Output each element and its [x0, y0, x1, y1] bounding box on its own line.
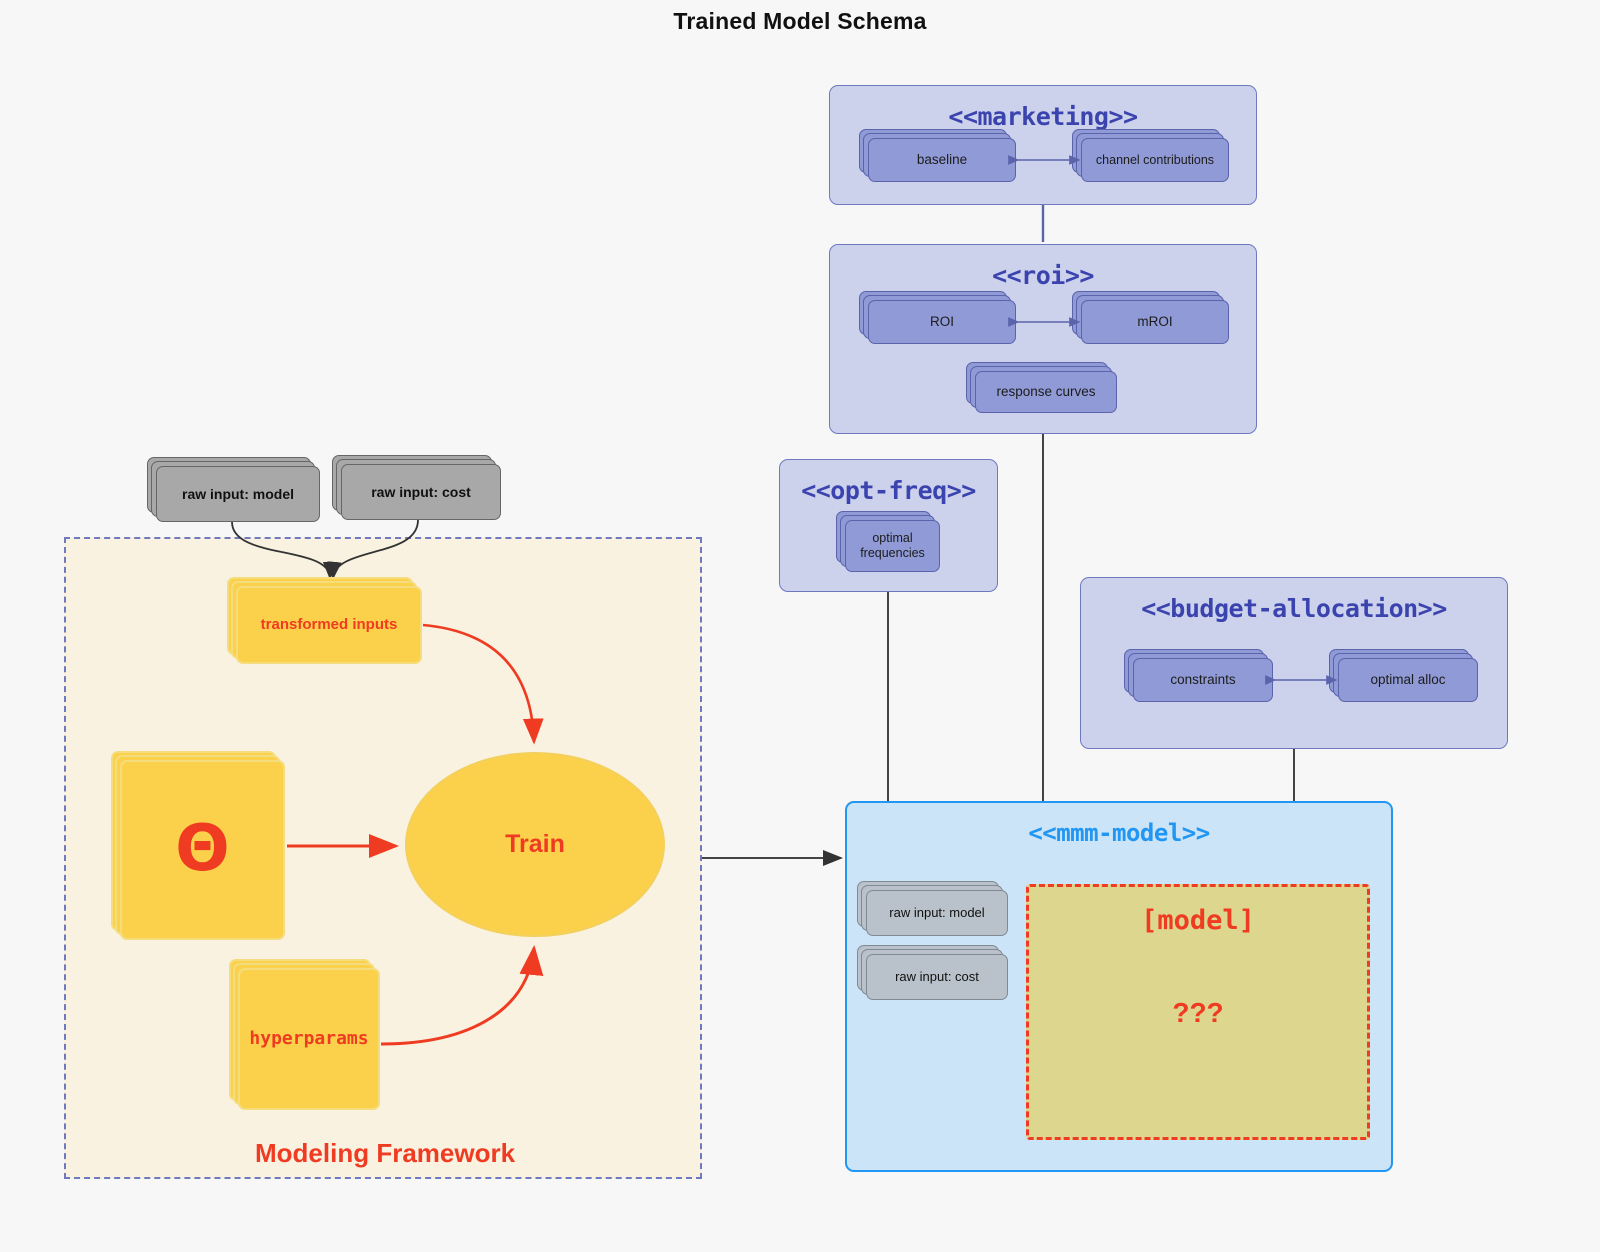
- node-mmm-raw-input-model[interactable]: raw input: model: [857, 881, 1008, 936]
- modeling-framework-label: Modeling Framework: [255, 1138, 516, 1168]
- node-baseline[interactable]: baseline: [859, 129, 1016, 182]
- node-label: Θ: [120, 760, 285, 940]
- page-title: Trained Model Schema: [673, 8, 927, 34]
- node-hyperparams[interactable]: hyperparams: [229, 959, 380, 1110]
- model-placeholder-box[interactable]: [model] ???: [1026, 884, 1370, 1140]
- node-label: response curves: [975, 371, 1117, 413]
- node-raw-input-cost[interactable]: raw input: cost: [332, 455, 501, 520]
- model-placeholder-unknown: ???: [1172, 997, 1224, 1028]
- node-label: optimal frequencies: [845, 520, 940, 572]
- node-theta[interactable]: Θ: [111, 751, 285, 940]
- node-label: baseline: [868, 138, 1016, 182]
- node-label: constraints: [1133, 658, 1273, 702]
- node-label: raw input: cost: [341, 464, 501, 520]
- node-label: hyperparams: [238, 968, 380, 1110]
- package-title: <<roi>>: [992, 261, 1094, 290]
- node-mmm-raw-input-cost[interactable]: raw input: cost: [857, 945, 1008, 1000]
- node-optimal-alloc[interactable]: optimal alloc: [1329, 649, 1478, 702]
- node-label: optimal alloc: [1338, 658, 1478, 702]
- node-response-curves[interactable]: response curves: [966, 362, 1117, 413]
- node-channel-contributions[interactable]: channel contributions: [1072, 129, 1229, 182]
- node-transformed-inputs[interactable]: transformed inputs: [227, 577, 422, 664]
- package-title: <<opt-freq>>: [801, 476, 976, 505]
- node-label: Train: [505, 830, 565, 858]
- node-train[interactable]: Train: [405, 752, 665, 937]
- node-label: ROI: [868, 300, 1016, 344]
- node-label: channel contributions: [1081, 138, 1229, 182]
- node-label: raw input: model: [866, 890, 1008, 936]
- node-label: raw input: cost: [866, 954, 1008, 1000]
- package-title: <<mmm-model>>: [1028, 819, 1210, 847]
- node-label: transformed inputs: [236, 586, 422, 664]
- node-optimal-frequencies[interactable]: optimal frequencies: [836, 511, 940, 572]
- node-raw-input-model[interactable]: raw input: model: [147, 457, 320, 522]
- package-title: <<budget-allocation>>: [1141, 594, 1447, 623]
- node-mroi[interactable]: mROI: [1072, 291, 1229, 344]
- node-constraints[interactable]: constraints: [1124, 649, 1273, 702]
- node-label: raw input: model: [156, 466, 320, 522]
- model-placeholder-title: [model]: [1141, 905, 1255, 936]
- node-label: mROI: [1081, 300, 1229, 344]
- package-title: <<marketing>>: [948, 102, 1138, 131]
- node-roi[interactable]: ROI: [859, 291, 1016, 344]
